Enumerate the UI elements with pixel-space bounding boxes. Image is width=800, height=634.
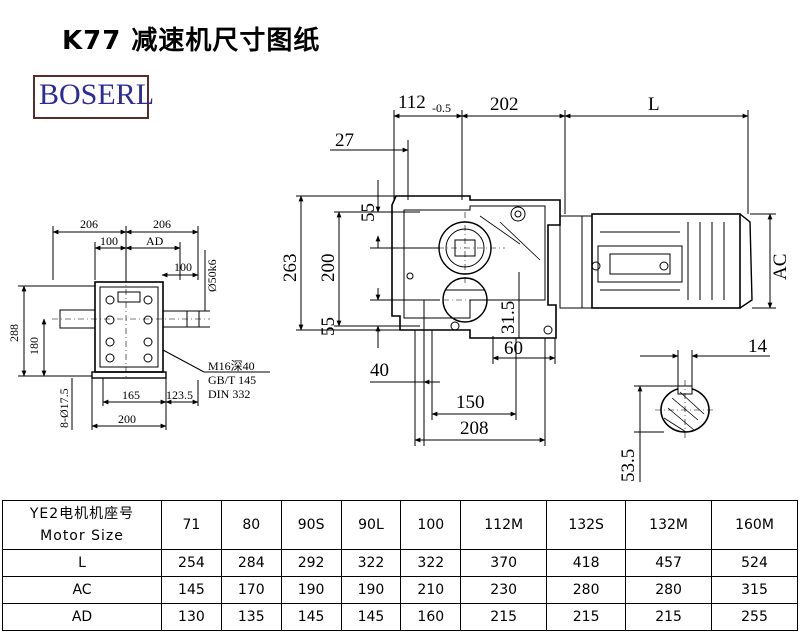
table-cell: 284 — [220, 549, 282, 577]
dim-123-5: 123.5 — [166, 388, 193, 402]
col-header: 132M — [625, 500, 713, 550]
dim-l: L — [648, 94, 660, 115]
header-label-en: Motor Size — [40, 528, 124, 544]
dim-200-base: 200 — [118, 412, 136, 426]
table-row: AC 145 170 190 190 210 230 280 280 315 — [2, 576, 798, 604]
dim-112: 112 — [398, 92, 426, 113]
table-cell: 145 — [340, 603, 402, 631]
shaft-section-labels: 14 53.5 — [618, 336, 768, 482]
dim-holes: 8-Ø17.5 — [57, 388, 71, 428]
side-view — [296, 110, 776, 446]
col-header: 71 — [161, 500, 222, 550]
dim-100-shaft: 100 — [174, 260, 192, 274]
table-cell: 130 — [161, 603, 222, 631]
row-label: L — [2, 549, 162, 577]
table-cell: 292 — [280, 549, 342, 577]
dim-288: 288 — [7, 324, 21, 342]
brand-logo-text: BOSERL — [39, 78, 155, 111]
table-cell: 170 — [220, 576, 282, 604]
header-label-cn: YE2电机机座号 — [29, 506, 135, 522]
table-cell: 145 — [161, 576, 222, 604]
dim-31-5: 31.5 — [498, 301, 519, 334]
page-title: K77 减速机尺寸图纸 — [62, 26, 321, 56]
table-header-label: YE2电机机座号 Motor Size — [2, 500, 162, 550]
table-cell: 215 — [625, 603, 713, 631]
motor-size-table: YE2电机机座号 Motor Size 71 80 90S 90L 100 11… — [2, 500, 798, 631]
dim-60: 60 — [504, 338, 523, 359]
dim-202: 202 — [490, 94, 519, 115]
thread-note-3: DIN 332 — [208, 387, 250, 401]
table-cell: 230 — [460, 576, 548, 604]
front-view — [18, 226, 270, 430]
table-cell: 254 — [161, 549, 222, 577]
table-cell: 322 — [400, 549, 462, 577]
table-cell: 190 — [340, 576, 402, 604]
col-header: 100 — [400, 500, 462, 550]
table-cell: 135 — [220, 603, 282, 631]
row-label: AD — [2, 603, 162, 631]
dim-206-left: 206 — [80, 217, 98, 231]
table-cell: 315 — [711, 576, 798, 604]
table-header-row: YE2电机机座号 Motor Size 71 80 90S 90L 100 11… — [2, 500, 798, 550]
table-cell: 255 — [711, 603, 798, 631]
col-header: 112M — [460, 500, 548, 550]
table-cell: 280 — [625, 576, 713, 604]
table-cell: 524 — [711, 549, 798, 577]
table-cell: 190 — [280, 576, 342, 604]
row-label: AC — [2, 576, 162, 604]
dim-263: 263 — [280, 254, 301, 283]
technical-drawing: 206 206 100 AD 100 Ø50k6 288 180 8-Ø17.5… — [7, 92, 791, 482]
table-row: L 254 284 292 322 322 370 418 457 524 — [2, 549, 798, 577]
col-header: 132S — [546, 500, 627, 550]
table-row: AD 130 135 145 145 160 215 215 215 255 — [2, 603, 798, 631]
front-view-labels: 206 206 100 AD 100 Ø50k6 288 180 8-Ø17.5… — [7, 217, 256, 428]
dim-55-bottom: 55 — [318, 317, 339, 336]
table-cell: 215 — [460, 603, 548, 631]
table-cell: 370 — [460, 549, 548, 577]
col-header: 80 — [220, 500, 282, 550]
dim-14: 14 — [748, 336, 768, 357]
table-cell: 145 — [280, 603, 342, 631]
dim-27: 27 — [335, 130, 354, 151]
dim-200: 200 — [318, 254, 339, 283]
table-cell: 280 — [546, 576, 627, 604]
dim-165: 165 — [122, 388, 140, 402]
brand-logo: BOSERL — [33, 75, 154, 119]
dim-100: 100 — [100, 234, 118, 248]
col-header: 90L — [340, 500, 402, 550]
shaft-section — [634, 350, 770, 482]
side-view-labels: 112 -0.5 202 L 27 55 263 200 55 40 31.5 … — [280, 92, 791, 439]
table-cell: 160 — [400, 603, 462, 631]
table-cell: 457 — [625, 549, 713, 577]
table-cell: 322 — [340, 549, 402, 577]
thread-note-1: M16深40 — [208, 359, 255, 373]
dim-55-top: 55 — [358, 203, 379, 222]
dim-150: 150 — [456, 392, 485, 413]
dim-ac: AC — [770, 254, 791, 280]
dim-shaft-dia: Ø50k6 — [205, 259, 219, 292]
dim-208: 208 — [460, 418, 489, 439]
dim-53-5: 53.5 — [618, 449, 639, 482]
col-header: 90S — [280, 500, 342, 550]
thread-note-2: GB/T 145 — [208, 373, 256, 387]
table-cell: 418 — [546, 549, 627, 577]
table-cell: 210 — [400, 576, 462, 604]
col-header: 160M — [711, 500, 798, 550]
dim-180: 180 — [27, 337, 41, 355]
dim-112-tolerance: -0.5 — [432, 101, 451, 115]
table-cell: 215 — [546, 603, 627, 631]
dim-ad: AD — [146, 234, 164, 248]
dim-40: 40 — [370, 360, 389, 381]
dim-206-right: 206 — [153, 217, 171, 231]
